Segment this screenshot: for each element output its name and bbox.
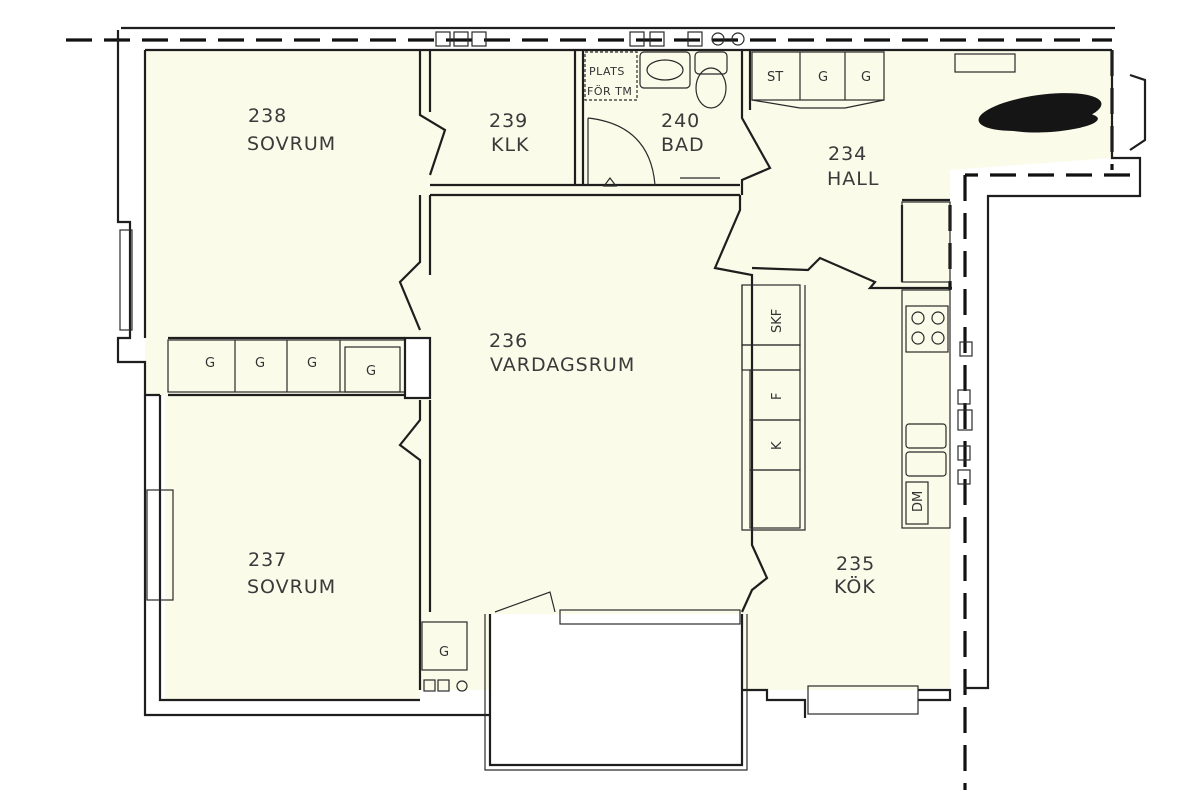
wardrobe-g-label-5: G <box>439 645 449 660</box>
plats-label-line1: PLATS <box>589 65 625 78</box>
room-240-number: 240 <box>661 110 700 132</box>
room-236-label: 236 VARDAGSRUM <box>489 330 635 376</box>
plats-label-line2: FÖR TM <box>587 85 632 98</box>
outer-walls <box>116 26 1147 771</box>
room-238-label: 238 SOVRUM <box>247 105 336 155</box>
room-240-name: BAD <box>661 134 705 156</box>
wardrobe-g-label-1: G <box>205 356 215 371</box>
room-234-name: HALL <box>827 168 879 190</box>
interior-walls <box>168 50 952 690</box>
hall-wardrobes <box>751 51 885 109</box>
wardrobe-g-label-2: G <box>255 356 265 371</box>
doors <box>494 117 720 613</box>
bathroom-fixtures <box>584 51 728 187</box>
room-238-name: SOVRUM <box>247 133 336 155</box>
room-236-name: VARDAGSRUM <box>490 354 635 376</box>
room-236-number: 236 <box>489 330 528 352</box>
room-234-number: 234 <box>828 143 867 165</box>
kitchen-skf-label: SKF <box>770 309 785 333</box>
windows <box>119 229 919 715</box>
room-237-name: SOVRUM <box>247 576 336 598</box>
fixture-labels: PLATS FÖR TM ST G G G G G G G SKF F K DM <box>205 65 926 660</box>
room-239-label: 239 KLK <box>489 110 530 156</box>
wardrobe-g-label-3: G <box>307 356 317 371</box>
room-238-number: 238 <box>248 105 287 127</box>
room-234-label: 234 HALL <box>827 143 879 190</box>
room-235-name: KÖK <box>834 575 876 598</box>
kitchen-f-label: F <box>770 393 785 400</box>
bedroom-wardrobes <box>167 336 468 692</box>
room-237-label: 237 SOVRUM <box>247 549 336 598</box>
room-239-name: KLK <box>491 134 530 156</box>
room-235-label: 235 KÖK <box>834 553 876 598</box>
wall-fixtures <box>435 31 1016 73</box>
room-240-label: 240 BAD <box>661 110 705 156</box>
kitchen-fixtures <box>741 284 973 529</box>
kitchen-dm-label: DM <box>911 491 926 512</box>
room-239-number: 239 <box>489 110 528 132</box>
room-237-number: 237 <box>248 549 287 571</box>
floor-fill <box>145 50 1112 700</box>
kitchen-k-label: K <box>770 441 785 450</box>
hall-g-label-1: G <box>818 70 828 85</box>
hall-st-label: ST <box>767 70 783 85</box>
hall-g-label-2: G <box>861 70 871 85</box>
room-235-number: 235 <box>836 553 875 575</box>
wardrobe-g-label-4: G <box>366 364 376 379</box>
redaction-mark <box>978 93 1102 133</box>
